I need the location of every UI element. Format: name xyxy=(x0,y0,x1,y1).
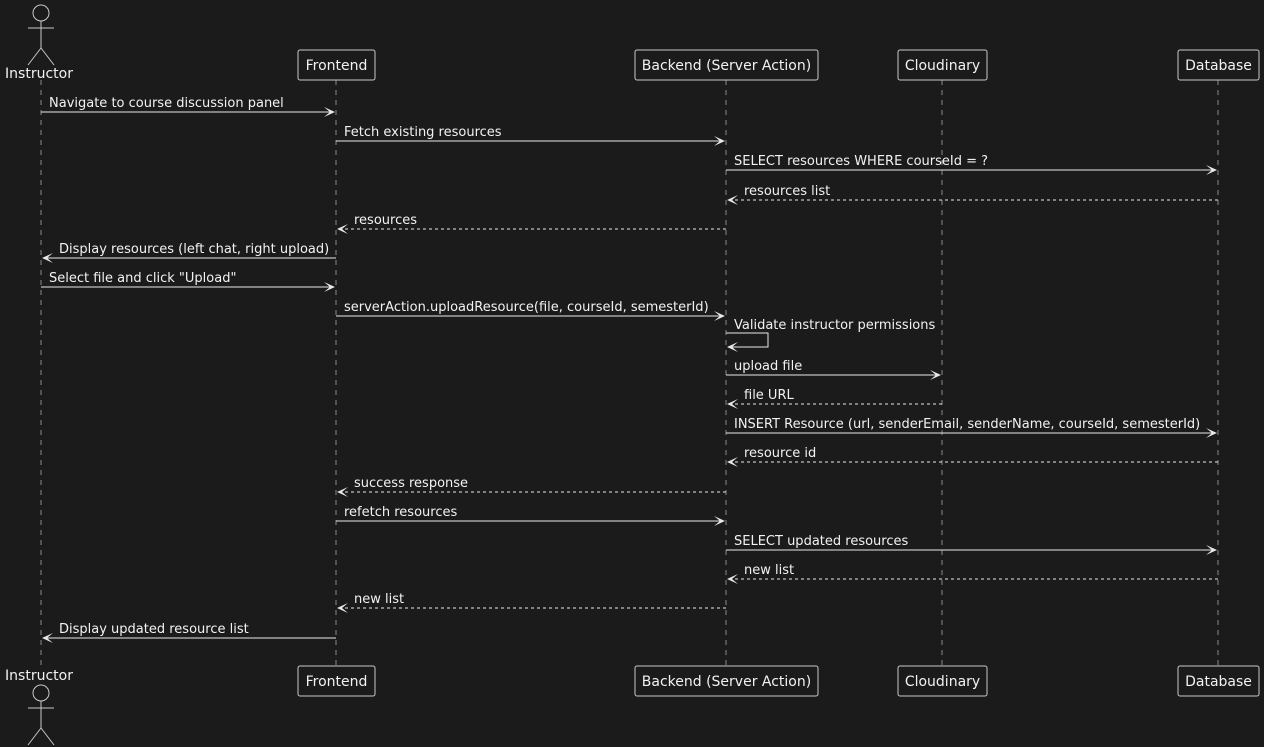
arrowhead-icon xyxy=(714,311,725,321)
arrowhead-icon xyxy=(714,136,725,146)
message-18: new list xyxy=(337,592,726,613)
participants-top: Instructor Frontend Backend (Server Action… xyxy=(5,4,1260,82)
participant-top-frontend: Frontend xyxy=(297,49,376,81)
message-12: INSERT Resource (url, senderEmail, sende… xyxy=(726,417,1217,438)
participants-bottom: Instructor Frontend Backend (Server Action… xyxy=(5,665,1260,746)
arrowhead-icon xyxy=(727,574,738,584)
participant-bottom-instructor-label: Instructor xyxy=(5,668,73,684)
message-label: resources list xyxy=(744,184,830,199)
message-label: serverAction.uploadResource(file, course… xyxy=(344,300,709,315)
participant-label: Frontend xyxy=(306,58,368,74)
message-10: upload file xyxy=(726,359,941,380)
message-9: Validate instructor permissions xyxy=(726,318,935,352)
arrowhead-icon xyxy=(42,633,53,643)
message-label: upload file xyxy=(734,359,802,374)
message-4: resources list xyxy=(727,184,1218,205)
arrowhead-icon xyxy=(1206,165,1217,175)
message-16: SELECT updated resources xyxy=(726,534,1217,555)
participant-box xyxy=(897,49,988,81)
message-19: Display updated resource list xyxy=(42,622,336,643)
arrowhead-icon xyxy=(337,603,348,613)
message-17: new list xyxy=(727,563,1218,584)
message-label: Validate instructor permissions xyxy=(734,318,935,333)
participant-bottom-database: Database xyxy=(1177,665,1260,697)
arrowhead-icon xyxy=(324,107,335,117)
message-label: resource id xyxy=(744,446,816,461)
message-14: success response xyxy=(337,476,726,497)
participant-label: Cloudinary xyxy=(905,58,980,74)
message-13: resource id xyxy=(727,446,1218,467)
message-label: Display resources (left chat, right uplo… xyxy=(59,242,329,257)
message-label: SELECT resources WHERE courseId = ? xyxy=(734,154,988,169)
message-label: Navigate to course discussion panel xyxy=(49,96,284,111)
arrowhead-icon xyxy=(727,457,738,467)
arrowhead-icon xyxy=(714,516,725,526)
arrowhead-icon xyxy=(337,487,348,497)
arrowhead-icon xyxy=(324,282,335,292)
participant-bottom-cloudinary: Cloudinary xyxy=(897,665,988,697)
participant-top-backend: Backend (Server Action) xyxy=(634,49,819,81)
message-label: new list xyxy=(744,563,794,578)
participant-box xyxy=(1177,665,1260,697)
participant-label: Backend (Server Action) xyxy=(642,674,811,690)
participant-top-cloudinary: Cloudinary xyxy=(897,49,988,81)
message-label: Fetch existing resources xyxy=(344,125,502,140)
message-label: INSERT Resource (url, senderEmail, sende… xyxy=(734,417,1200,432)
participant-bottom-backend: Backend (Server Action) xyxy=(634,665,819,697)
message-5: resources xyxy=(337,213,726,234)
actor-leg-right-icon xyxy=(40,47,55,66)
participant-bottom-frontend: Frontend xyxy=(297,665,376,697)
message-label: file URL xyxy=(744,388,794,403)
participant-top-instructor-actor xyxy=(27,4,55,66)
message-label: Display updated resource list xyxy=(59,622,249,637)
participant-label: Database xyxy=(1185,58,1252,74)
actor-leg-left-icon xyxy=(27,47,42,66)
message-3: SELECT resources WHERE courseId = ? xyxy=(726,154,1217,175)
message-1: Navigate to course discussion panel xyxy=(41,96,335,117)
message-line xyxy=(726,332,769,348)
message-label: refetch resources xyxy=(344,505,457,520)
participant-box xyxy=(634,49,819,81)
participant-top-instructor-label: Instructor xyxy=(5,66,73,82)
message-2: Fetch existing resources xyxy=(336,125,725,146)
participant-box xyxy=(297,49,376,81)
message-6: Display resources (left chat, right uplo… xyxy=(42,242,336,263)
arrowhead-icon xyxy=(337,224,348,234)
arrowhead-icon xyxy=(42,253,53,263)
participant-top-database: Database xyxy=(1177,49,1260,81)
arrowhead-icon xyxy=(1206,428,1217,438)
lifelines xyxy=(40,80,1219,666)
actor-leg-left-icon xyxy=(27,727,42,746)
arrowhead-icon xyxy=(727,399,738,409)
message-11: file URL xyxy=(727,388,942,409)
actor-head-icon xyxy=(32,684,50,702)
actor-leg-right-icon xyxy=(40,727,55,746)
message-label: Select file and click "Upload" xyxy=(49,271,236,286)
participant-box xyxy=(1177,49,1260,81)
participant-label: Frontend xyxy=(306,674,368,690)
message-15: refetch resources xyxy=(336,505,725,526)
arrowhead-icon xyxy=(930,370,941,380)
arrowhead-icon xyxy=(1206,545,1217,555)
participant-label: Database xyxy=(1185,674,1252,690)
participant-label: Backend (Server Action) xyxy=(642,58,811,74)
message-8: serverAction.uploadResource(file, course… xyxy=(336,300,725,321)
message-label: success response xyxy=(354,476,468,491)
message-7: Select file and click "Upload" xyxy=(41,271,335,292)
messages: Navigate to course discussion panelFetch… xyxy=(41,96,1218,643)
message-label: new list xyxy=(354,592,404,607)
message-label: resources xyxy=(354,213,417,228)
participant-box xyxy=(297,665,376,697)
arrowhead-icon xyxy=(727,195,738,205)
actor-head-icon xyxy=(32,4,50,22)
participant-box xyxy=(634,665,819,697)
participant-box xyxy=(897,665,988,697)
message-label: SELECT updated resources xyxy=(734,534,908,549)
arrowhead-icon xyxy=(727,342,738,352)
participant-label: Cloudinary xyxy=(905,674,980,690)
participant-bottom-instructor-actor xyxy=(27,684,55,746)
